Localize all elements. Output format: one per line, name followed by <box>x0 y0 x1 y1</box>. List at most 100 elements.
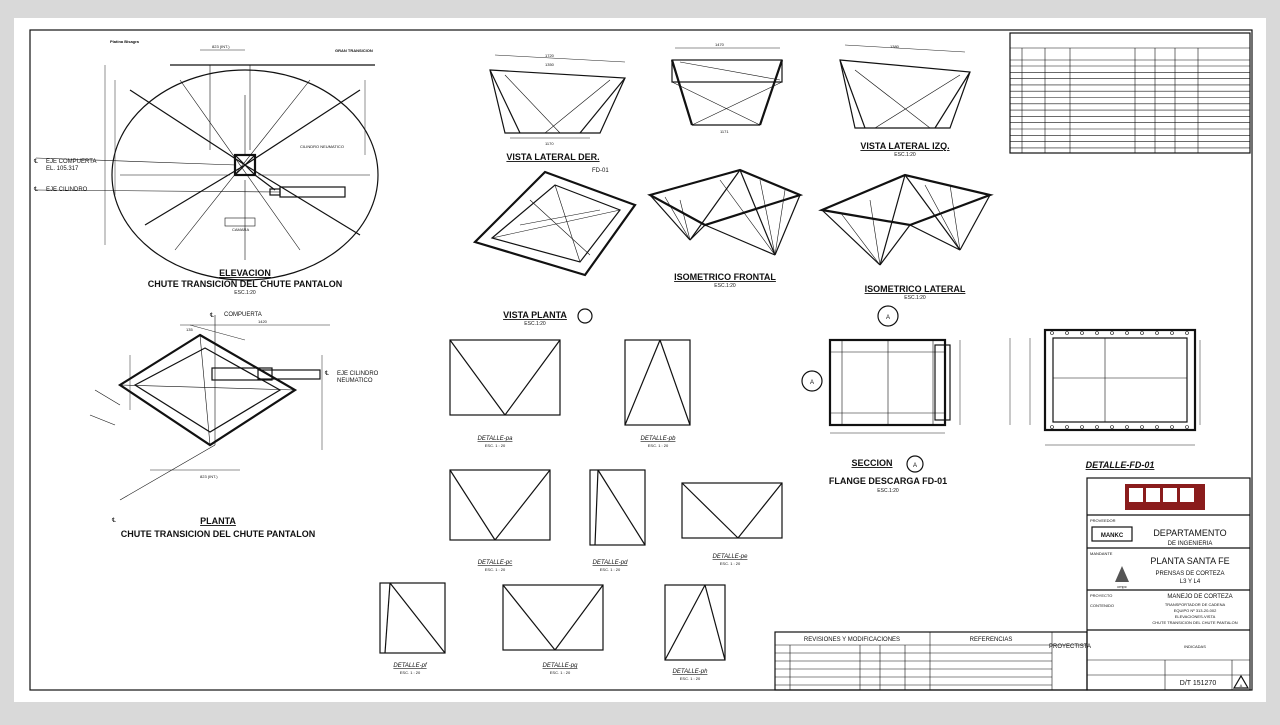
detail-pa: DETALLE-pa ESC. 1 : 20 <box>449 339 561 448</box>
svg-text:823 (INT.): 823 (INT.) <box>212 44 230 49</box>
eje-cilindro-label: EJE CILINDRO <box>46 187 88 193</box>
detail-pf-scale: ESC. 1 : 20 <box>400 670 421 675</box>
detail-pd-label: DETALLE-pd <box>593 560 629 566</box>
lateral-der-title: VISTA LATERAL DER. <box>506 152 599 162</box>
detail-pc: DETALLE-pc ESC. 1 : 20 <box>449 469 551 572</box>
bolt-hole <box>1050 331 1054 335</box>
flange-detail-label: DETALLE-FD-01 <box>1086 460 1155 470</box>
isometrico-frontal: ISOMETRICO FRONTAL ESC.1:20 <box>647 168 804 289</box>
plan-view: ℄ COMPUERTA 1420 135 ℄ EJE CILINDRO NEUM… <box>89 312 379 539</box>
sheet-border <box>29 29 1253 691</box>
bolt-hole <box>1095 331 1099 335</box>
bolt-hole <box>1095 425 1099 429</box>
lateral-izq-title: VISTA LATERAL IZQ. <box>860 141 949 151</box>
flange-marker-left <box>801 370 823 392</box>
vista-lateral-izq: 1380 VISTA LATERAL IZQ. ESC.1:20 <box>839 44 971 158</box>
iso-lateral-scale: ESC.1:20 <box>904 295 926 301</box>
vista-planta: FD-01 VISTA PLANTA ESC.1:20 <box>472 168 637 327</box>
dt-number: D/T 151270 <box>1180 680 1217 687</box>
flange-marker-top-text: A <box>886 315 890 321</box>
cmpc-logo-text: cmpc <box>1117 584 1127 589</box>
company-logo <box>1125 484 1205 510</box>
bolt-hole <box>1170 331 1174 335</box>
bolt-hole <box>1110 331 1114 335</box>
plan-dim-135: 135 <box>186 327 193 332</box>
cmpc-logo-icon <box>1115 566 1129 582</box>
plant-name: PLANTA SANTA FE <box>1150 556 1229 566</box>
detail-pe-label: DETALLE-pe <box>713 554 749 560</box>
vista-planta-title: VISTA PLANTA <box>503 310 567 320</box>
detail-pg: DETALLE-pg ESC. 1 : 20 <box>502 584 604 675</box>
svg-text:℄: ℄ <box>209 313 214 319</box>
bolt-hole <box>1065 425 1069 429</box>
plan-eje-cilindro: EJE CILINDRO <box>337 371 379 377</box>
title-block: PROVEEDOR MANKC DEPARTAMENTO DE INGENIER… <box>1086 477 1251 691</box>
indicadas: INDICADAS <box>1184 644 1206 649</box>
plan-subtitle: CHUTE TRANSICION DEL CHUTE PANTALON <box>121 529 316 539</box>
department-name: DEPARTAMENTO <box>1153 528 1226 538</box>
section-marker <box>577 308 593 324</box>
svg-text:CAMARA: CAMARA <box>232 227 249 232</box>
detail-pf: DETALLE-pf ESC. 1 : 20 <box>379 582 446 675</box>
detail-pg-label: DETALLE-pg <box>543 663 579 669</box>
eje-compuerta-label: EJE COMPUERTA <box>46 159 96 165</box>
flange-seccion: SECCION <box>851 458 892 468</box>
flange-marker-bottom-text: A <box>913 463 917 469</box>
detail-pg-scale: ESC. 1 : 20 <box>550 670 571 675</box>
referencias-label: REFERENCIAS <box>970 637 1013 643</box>
bolt-hole <box>1050 425 1054 429</box>
proyecto-name: MANEJO DE CORTEZA <box>1167 594 1232 600</box>
bolt-hole <box>1185 425 1189 429</box>
drawing-sheet <box>14 18 1266 702</box>
bolt-hole <box>1125 331 1129 335</box>
dim-1380: 1380 <box>890 44 900 49</box>
vista-lateral-der: 1720 1350 1170 VISTA LATERAL DER. <box>489 53 626 162</box>
contenido-line-2: EQUIPO Nº 313-20-002 <box>1174 608 1217 613</box>
bolt-hole <box>1080 331 1084 335</box>
bolt-hole <box>1140 331 1144 335</box>
detail-pb-label: DETALLE-pb <box>641 436 677 442</box>
fd-mark: FD-01 <box>592 168 609 174</box>
iso-lateral-title: ISOMETRICO LATERAL <box>865 284 966 294</box>
bolt-hole <box>1155 331 1159 335</box>
contenido-line-3: ELEVACIONES-VISTA <box>1175 614 1216 619</box>
detail-pc-label: DETALLE-pc <box>478 560 513 566</box>
flange-title: FLANGE DESCARGA FD-01 <box>829 476 947 486</box>
mandante-label: MANDANTE <box>1090 551 1113 556</box>
parts-list-table <box>1009 32 1251 154</box>
proyectista-label: PROYECTISTA <box>1049 644 1091 650</box>
plan-dim-top: 1420 <box>258 319 268 324</box>
dim-1170: 1170 <box>545 141 554 146</box>
dim-1171: 1171 <box>720 129 729 134</box>
department-sub: DE INGENIERIA <box>1168 541 1213 547</box>
bolt-hole <box>1110 425 1114 429</box>
elevation-title: ELEVACION <box>219 268 271 278</box>
isometrico-lateral: ISOMETRICO LATERAL ESC.1:20 <box>818 173 994 301</box>
elevation-subtitle: CHUTE TRANSICION DEL CHUTE PANTALON <box>148 279 343 289</box>
bolt-hole <box>1155 425 1159 429</box>
dim-1470: 1470 <box>715 42 725 47</box>
detail-pa-scale: ESC. 1 : 20 <box>485 443 506 448</box>
proveedor-label: PROVEEDOR <box>1090 518 1116 523</box>
contenido-line-4: CHUTE TRANSICION DEL CHUTE PANTALON <box>1152 620 1237 625</box>
dim-1720: 1720 <box>545 53 555 58</box>
svg-text:Platina Bisagra: Platina Bisagra <box>110 39 140 44</box>
iso-frontal-title: ISOMETRICO FRONTAL <box>674 272 776 282</box>
revisiones-label: REVISIONES Y MODIFICACIONES <box>804 637 900 643</box>
detail-ph-label: DETALLE-ph <box>673 669 709 675</box>
bolt-hole <box>1080 425 1084 429</box>
vista-planta-scale: ESC.1:20 <box>524 321 546 327</box>
flange-marker-left-text: A <box>810 380 814 386</box>
dim-1350: 1350 <box>545 62 555 67</box>
contenido-label: CONTENIDO <box>1090 603 1114 608</box>
svg-text:℄: ℄ <box>33 187 38 193</box>
bolt-hole <box>1185 331 1189 335</box>
flange-scale: ESC.1:20 <box>877 488 899 494</box>
elevation-scale: ESC.1:20 <box>234 290 256 296</box>
detail-pd-scale: ESC. 1 : 20 <box>600 567 621 572</box>
plan-title: PLANTA <box>200 516 236 526</box>
sheet-marker-icon <box>1232 674 1250 689</box>
lateral-izq-scale: ESC.1:20 <box>894 152 916 158</box>
